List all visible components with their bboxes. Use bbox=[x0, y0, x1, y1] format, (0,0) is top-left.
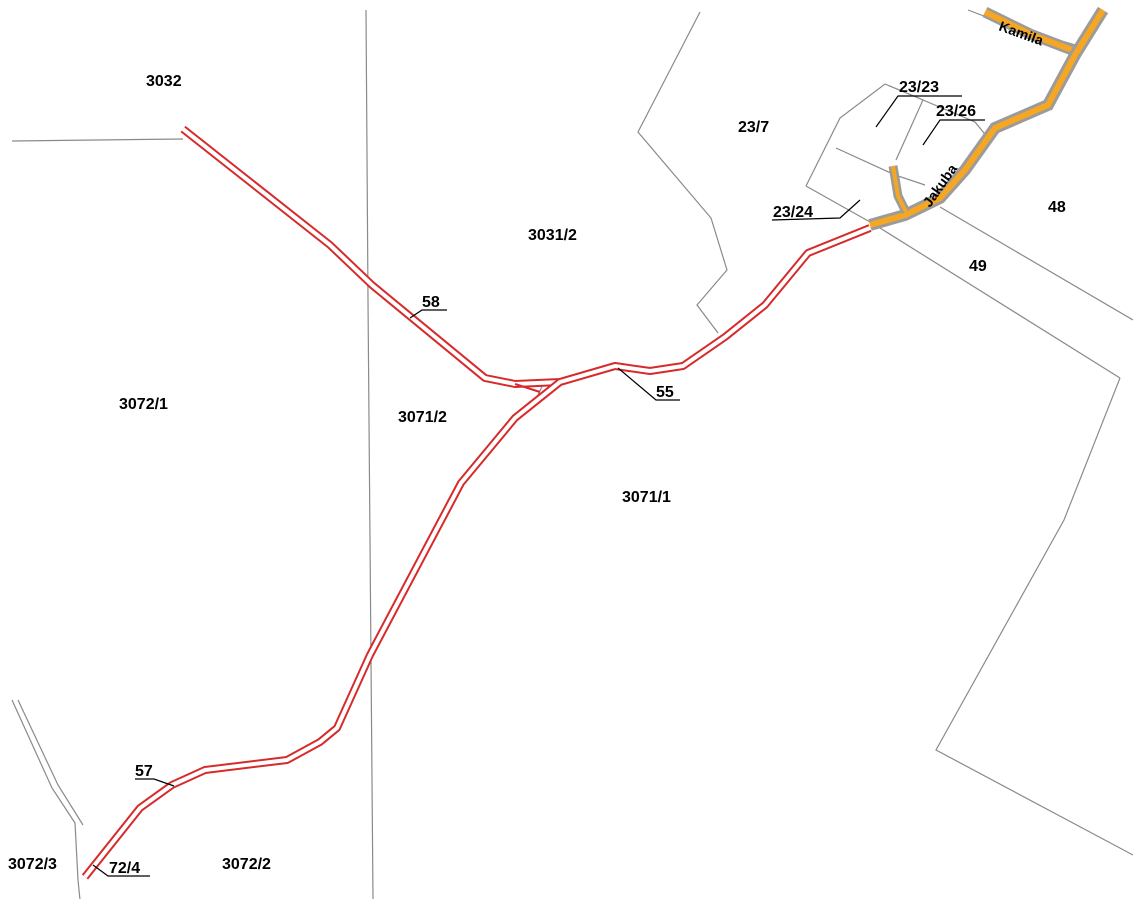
road-outline bbox=[81, 125, 872, 880]
callout-label-55: 55 bbox=[656, 384, 674, 401]
parcel-label-3072-3: 3072/3 bbox=[8, 856, 57, 873]
callout-label-72-4: 72/4 bbox=[109, 860, 140, 877]
callout-label-57: 57 bbox=[135, 763, 153, 780]
parcel-label-48: 48 bbox=[1048, 199, 1066, 216]
callout-leaders bbox=[92, 95, 985, 877]
parcel-label-3032: 3032 bbox=[146, 73, 182, 90]
callout-label-23-23: 23/23 bbox=[899, 79, 939, 96]
callout-label-58: 58 bbox=[422, 294, 440, 311]
parcel-label-3072-2: 3072/2 bbox=[222, 856, 271, 873]
parcel-label-3072-1: 3072/1 bbox=[119, 396, 168, 413]
callout-label-23-24: 23/24 bbox=[773, 204, 813, 221]
street-label-kamila: Kamila bbox=[997, 18, 1046, 49]
parcel-label-3071-1: 3071/1 bbox=[622, 489, 671, 506]
parcel-label-3071-2: 3071/2 bbox=[398, 409, 447, 426]
parcel-label-23-7: 23/7 bbox=[738, 119, 769, 136]
callout-labels: 58 55 57 72/4 23/23 23/26 23/24 bbox=[109, 79, 976, 877]
parcel-boundaries bbox=[11, 9, 1133, 901]
parcel-label-49: 49 bbox=[969, 258, 987, 275]
parcel-label-3031-2: 3031/2 bbox=[528, 227, 577, 244]
street-kamila-jakuba bbox=[868, 6, 1109, 231]
parcel-labels: 3032 3072/1 3071/2 3031/2 3071/1 23/7 48… bbox=[8, 73, 1066, 873]
callout-label-23-26: 23/26 bbox=[936, 103, 976, 120]
